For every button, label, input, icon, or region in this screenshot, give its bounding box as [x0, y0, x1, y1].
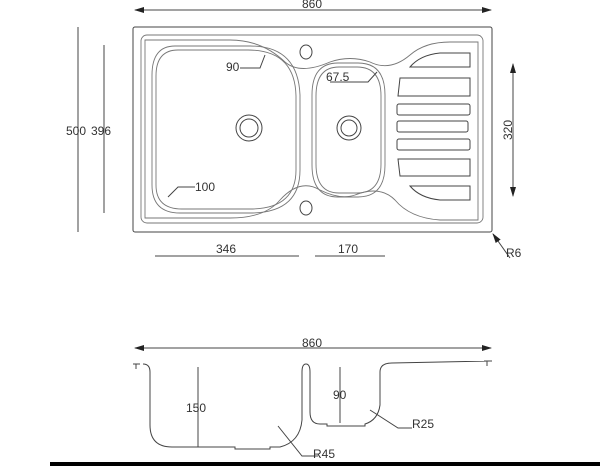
small-bowl-width-label: 170: [338, 242, 358, 256]
bottom-bar: [50, 462, 600, 466]
large-bowl-width-label: 346: [216, 242, 236, 256]
depth-label: 500: [66, 124, 86, 138]
radius-67-5-label: 67.5: [326, 70, 350, 84]
section-width-label: 860: [302, 336, 322, 350]
bowl-depth-label: 396: [91, 124, 111, 138]
tap-hole: [299, 200, 313, 216]
corner-radius-label: R6: [506, 246, 522, 260]
drainer-label: 320: [501, 120, 515, 140]
large-drain: [235, 114, 263, 142]
tap-hole: [299, 44, 313, 60]
corner-radius-leader: [492, 233, 511, 259]
top-view: 860 500 396 320 R6 346: [66, 0, 522, 260]
radius-100-label: 100: [195, 180, 215, 194]
section-profile: [133, 360, 492, 450]
sink-rim: [140, 34, 484, 224]
sink-outline: [132, 26, 493, 233]
large-bowl: [151, 45, 301, 214]
radius-r45-label: R45: [313, 447, 335, 461]
large-bowl-height-label: 150: [186, 401, 206, 415]
small-drain: [336, 115, 362, 141]
drainer-ribs: [396, 52, 471, 201]
sink-pressing: [144, 39, 479, 221]
section-view: 860 150 90 R45 R25: [133, 336, 492, 461]
width-label: 860: [302, 0, 322, 11]
radius-r25-label: R25: [412, 417, 434, 431]
radius-90-label: 90: [226, 60, 240, 74]
small-bowl: [311, 62, 386, 198]
small-bowl-height-label: 90: [333, 388, 347, 402]
